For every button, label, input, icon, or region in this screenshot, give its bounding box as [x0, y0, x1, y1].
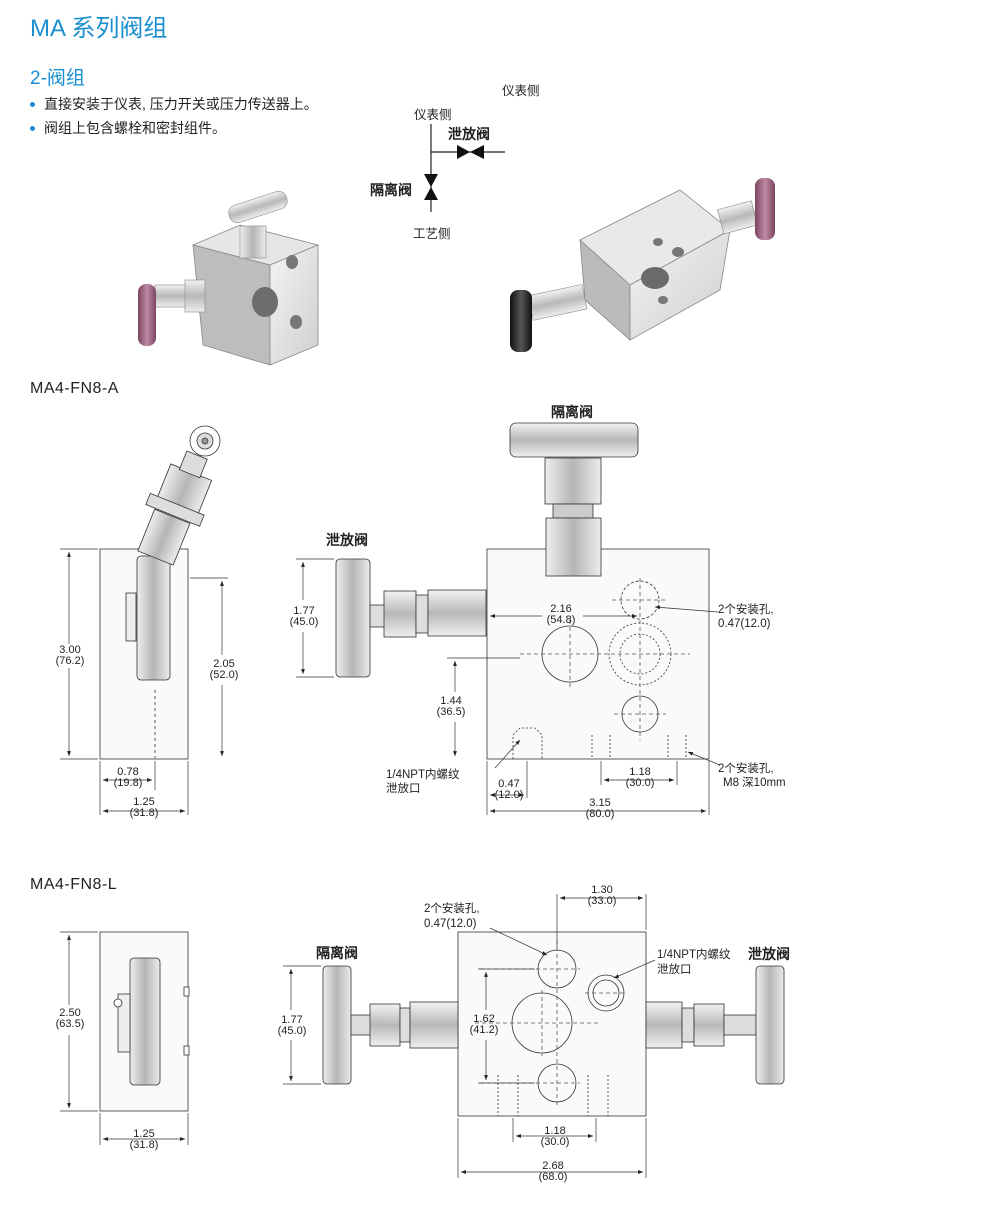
process-side-label: 工艺侧 [413, 227, 451, 241]
manifold-3d-render-b [510, 178, 775, 352]
dim-a-side-width: 1.25(31.8) [129, 796, 159, 819]
dim-a-vent-height: 1.77(45.0) [289, 605, 319, 628]
model-l-isolate-label: 隔离阀 [316, 945, 358, 961]
schematic-top-label: 仪表侧 [502, 84, 540, 98]
note-a-mount-holes-m8: 2个安装孔,M8 深10mm [718, 763, 786, 789]
dim-l-total-width: 2.68(68.0) [538, 1160, 568, 1183]
instrument-side-label: 仪表侧 [414, 108, 452, 122]
note-a-npt-port: 1/4NPT内螺纹泄放口 [386, 769, 460, 795]
isolate-valve-label: 隔离阀 [370, 182, 412, 198]
model-l-front-dims [283, 894, 656, 1178]
valve-schematic [424, 124, 505, 212]
feature-item: 阀组上包含螺栓和密封组件。 [30, 116, 318, 140]
model-l-side-view [99, 931, 190, 1112]
page-title: MA 系列阀组 [30, 15, 168, 42]
model-a-front-dims [296, 558, 721, 815]
model-a-title: MA4-FN8-A [30, 380, 119, 397]
dim-l-valve-height: 1.77(45.0) [277, 1014, 307, 1037]
dim-a-port-height: 1.44(36.5) [436, 695, 466, 718]
dim-l-total-height: 2.50(63.5) [55, 1007, 85, 1030]
dim-a-block-height: 2.05(52.0) [209, 658, 239, 681]
feature-list: 直接安装于仪表, 压力开关或压力传送器上。 阀组上包含螺栓和密封组件。 [30, 92, 318, 140]
model-l-front-view [322, 931, 785, 1117]
manifold-3d-render-a [138, 190, 320, 366]
dim-l-mid-height: 1.62(41.2) [469, 1013, 499, 1036]
dim-a-total-width: 3.15(80.0) [585, 797, 615, 820]
model-a-side-dims [60, 548, 228, 815]
dim-l-side-width: 1.25(31.8) [129, 1128, 159, 1151]
model-a-vent-label: 泄放阀 [326, 532, 368, 548]
model-l-side-dims [60, 931, 189, 1145]
model-a-side-view [99, 425, 221, 760]
dim-l-top-offset: 1.30(33.0) [587, 884, 617, 907]
section-subtitle: 2-阀组 [30, 68, 85, 89]
dim-a-total-height: 3.00(76.2) [55, 644, 85, 667]
dim-a-holes-span: 1.18(30.0) [625, 766, 655, 789]
feature-item: 直接安装于仪表, 压力开关或压力传送器上。 [30, 92, 318, 116]
dim-a-side-offset: 0.78(19.8) [113, 766, 143, 789]
model-l-vent-label: 泄放阀 [748, 946, 790, 962]
model-l-title: MA4-FN8-L [30, 876, 118, 893]
note-l-npt-port: 1/4NPT内螺纹泄放口 [657, 949, 731, 976]
note-l-mount-holes: 2个安装孔,0.47(12.0) [424, 903, 480, 930]
note-a-mount-holes: 2个安装孔,0.47(12.0) [718, 604, 774, 630]
model-a-front-view [335, 422, 710, 760]
dim-a-port-x: 0.47(12.0) [494, 778, 524, 801]
dim-a-center-distance: 2.16(54.8) [546, 603, 576, 626]
vent-valve-label: 泄放阀 [448, 126, 490, 142]
model-a-isolate-label: 隔离阀 [551, 404, 593, 420]
dim-l-holes-span: 1.18(30.0) [540, 1125, 570, 1148]
